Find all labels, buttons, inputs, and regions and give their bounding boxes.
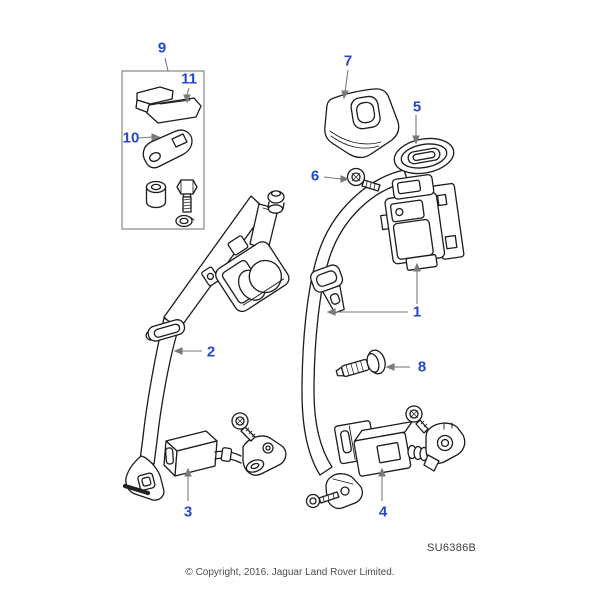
right-belt-assembly-drawing — [301, 169, 465, 510]
leader-6 — [323, 176, 342, 180]
belt-guide-drawing — [145, 319, 186, 342]
callout-10: 10 — [122, 129, 140, 147]
leader-10 — [138, 136, 153, 139]
callout-6: 6 — [310, 167, 320, 185]
callout-11: 11 — [181, 70, 197, 88]
leader-11 — [186, 87, 190, 96]
buckle-3-drawing — [163, 412, 287, 477]
fixings-kit-box-drawing — [121, 70, 205, 230]
buckle-4-drawing — [333, 405, 466, 477]
leader-9 — [164, 57, 169, 72]
callout-2: 2 — [206, 343, 216, 361]
copyright-notice: © Copyright, 2016. Jaguar Land Rover Lim… — [185, 567, 395, 578]
left-retractor-drawing — [201, 235, 290, 313]
buckle-tongue-drawing — [310, 264, 345, 314]
callout-7: 7 — [343, 52, 353, 70]
leader-7 — [344, 69, 349, 93]
escutcheon-drawing — [393, 137, 455, 175]
stop-button-drawing — [335, 349, 386, 378]
callout-9: 9 — [157, 39, 167, 57]
left-belt-assembly-drawing — [122, 190, 290, 501]
callout-4: 4 — [378, 503, 388, 521]
right-retractor-drawing — [380, 174, 465, 271]
callout-3: 3 — [183, 503, 193, 521]
diagram-code: SU6386B — [427, 542, 477, 554]
callout-1: 1 — [412, 303, 422, 321]
trim-cover-drawing — [324, 88, 400, 159]
leader-lines — [138, 57, 421, 501]
screw-6-drawing — [346, 167, 381, 192]
callout-5: 5 — [412, 98, 422, 116]
callout-8: 8 — [417, 358, 427, 376]
